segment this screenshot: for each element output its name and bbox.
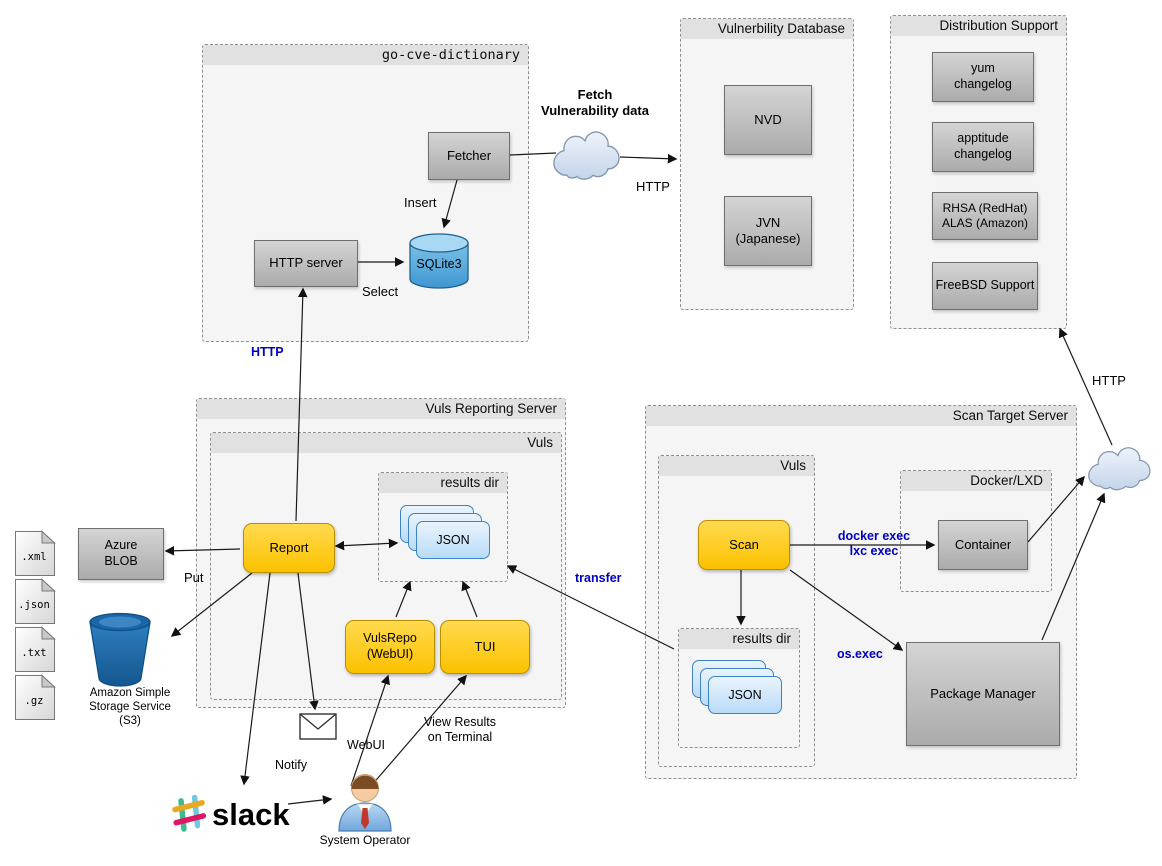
vulsrepo-webui-node: VulsRepo (WebUI) xyxy=(345,620,435,674)
arrow-fetcher-to-cloud xyxy=(509,152,557,156)
arrow-report-to-email xyxy=(297,572,319,711)
results-dir-scan-title: results dir xyxy=(732,631,791,646)
slack-hash-icon xyxy=(172,794,207,832)
arrow-operator-webui-vulsrepo xyxy=(350,674,390,787)
arrow-report-to-azure xyxy=(164,545,241,556)
nvd-node: NVD xyxy=(724,85,812,155)
freebsd-support-node: FreeBSD Support xyxy=(932,262,1038,310)
os-exec-label: os.exec xyxy=(837,647,883,661)
file-gz-label: .gz xyxy=(25,695,44,707)
tui-node: TUI xyxy=(440,620,530,674)
http-server-node: HTTP server xyxy=(254,240,358,287)
vulnerability-database-container: Vulnerbility Database xyxy=(680,18,854,310)
http-dist-label: HTTP xyxy=(1092,373,1126,388)
view-results-label: View Results on Terminal xyxy=(423,715,497,744)
arrows-group xyxy=(164,152,1113,805)
transfer-label: transfer xyxy=(575,571,622,585)
jvn-node: JVN (Japanese) xyxy=(724,196,812,266)
arrow-report-put-s3 xyxy=(170,572,253,637)
file-icon-gz: .gz xyxy=(15,674,56,720)
s3-caption-label: Amazon Simple Storage Service (S3) xyxy=(89,687,171,727)
arrow-container-to-cloud xyxy=(1027,475,1085,543)
container-node: Container xyxy=(938,520,1028,570)
file-json-label: .json xyxy=(18,599,50,611)
arrow-tui-to-resultsdir xyxy=(461,580,478,618)
scan-target-server-title-band xyxy=(646,406,1076,426)
arrow-report-to-slack xyxy=(240,572,271,786)
go-cve-dictionary-title-band xyxy=(203,45,528,65)
http-fetch-label: HTTP xyxy=(636,179,670,194)
slack-wordmark: slack xyxy=(212,797,290,832)
file-icon-txt: .txt xyxy=(15,626,56,672)
vuls-reporting-server-title-band xyxy=(197,399,565,419)
apptitude-changelog-node: apptitude changelog xyxy=(932,122,1034,172)
docker-exec-label: docker exec lxc exec xyxy=(837,529,911,558)
file-txt-label: .txt xyxy=(21,647,46,659)
arrow-cloud-http-distsupport xyxy=(1058,327,1113,446)
fetch-vulnerability-data-label: Fetch Vulnerability data xyxy=(541,87,649,118)
distribution-support-title-band xyxy=(891,16,1066,36)
fetcher-node: Fetcher xyxy=(428,132,510,180)
system-operator-label: System Operator xyxy=(319,833,411,847)
go-cve-dictionary-title: go-cve-dictionary xyxy=(381,47,520,63)
arrow-scan-osexec-packagemanager xyxy=(789,569,904,651)
arrow-fetcher-insert-sqlite xyxy=(441,179,458,229)
email-envelope-icon xyxy=(299,713,337,740)
select-label: Select xyxy=(362,284,399,299)
sqlite3-label: SQLite3 xyxy=(416,257,461,271)
docker-lxd-title-band xyxy=(901,471,1051,491)
results-dir-reporting-title-band xyxy=(379,473,507,493)
slack-logo: slack xyxy=(172,794,290,832)
scan-node: Scan xyxy=(698,520,790,570)
webui-label: WebUI xyxy=(347,738,385,752)
arrow-packagemanager-to-cloud xyxy=(1041,492,1106,641)
go-cve-dictionary-container: go-cve-dictionary xyxy=(202,44,529,342)
arrow-cloud-to-vulndb xyxy=(619,153,678,164)
sqlite3-database-icon: SQLite3 xyxy=(409,233,469,289)
vuls-reporting-server-title: Vuls Reporting Server xyxy=(425,401,557,416)
docker-lxd-title: Docker/LXD xyxy=(970,473,1043,488)
arrow-report-resultsdir xyxy=(334,538,399,551)
arrow-slack-to-operator xyxy=(287,795,333,805)
scan-json-file-card-front: JSON xyxy=(708,676,782,714)
insert-label: Insert xyxy=(404,195,437,210)
azure-blob-node: Azure BLOB xyxy=(78,528,164,580)
json-file-card-front: JSON xyxy=(416,521,490,559)
vuls-scan-inner-title-band xyxy=(659,456,814,476)
results-dir-reporting-title: results dir xyxy=(440,475,499,490)
s3-bucket-icon xyxy=(89,612,151,687)
package-manager-node: Package Manager xyxy=(906,642,1060,746)
vuls-scan-inner-title: Vuls xyxy=(780,458,806,473)
file-icon-xml: .xml xyxy=(15,530,56,576)
report-node: Report xyxy=(243,523,335,573)
vuls-reporting-inner-title: Vuls xyxy=(527,435,553,450)
file-xml-label: .xml xyxy=(21,551,46,563)
put-label: Put xyxy=(184,570,204,585)
scan-target-server-title: Scan Target Server xyxy=(952,408,1068,423)
arrow-operator-terminal-tui xyxy=(370,674,467,787)
vulnerability-database-title-band xyxy=(681,19,853,39)
distribution-support-title: Distribution Support xyxy=(939,18,1058,33)
vulnerability-database-title: Vulnerbility Database xyxy=(717,21,845,36)
arrow-vulsrepo-to-resultsdir xyxy=(395,580,412,618)
system-operator-avatar xyxy=(338,774,392,832)
file-icon-json: .json xyxy=(15,578,56,624)
arrow-report-to-httpserver xyxy=(295,287,308,522)
rhsa-alas-node: RHSA (RedHat) ALAS (Amazon) xyxy=(932,192,1038,240)
notify-label: Notify xyxy=(275,758,307,772)
yum-changelog-node: yum changelog xyxy=(932,52,1034,102)
arrow-transfer-results xyxy=(506,565,675,650)
http-report-label: HTTP xyxy=(251,345,284,359)
results-dir-scan-title-band xyxy=(679,629,799,649)
